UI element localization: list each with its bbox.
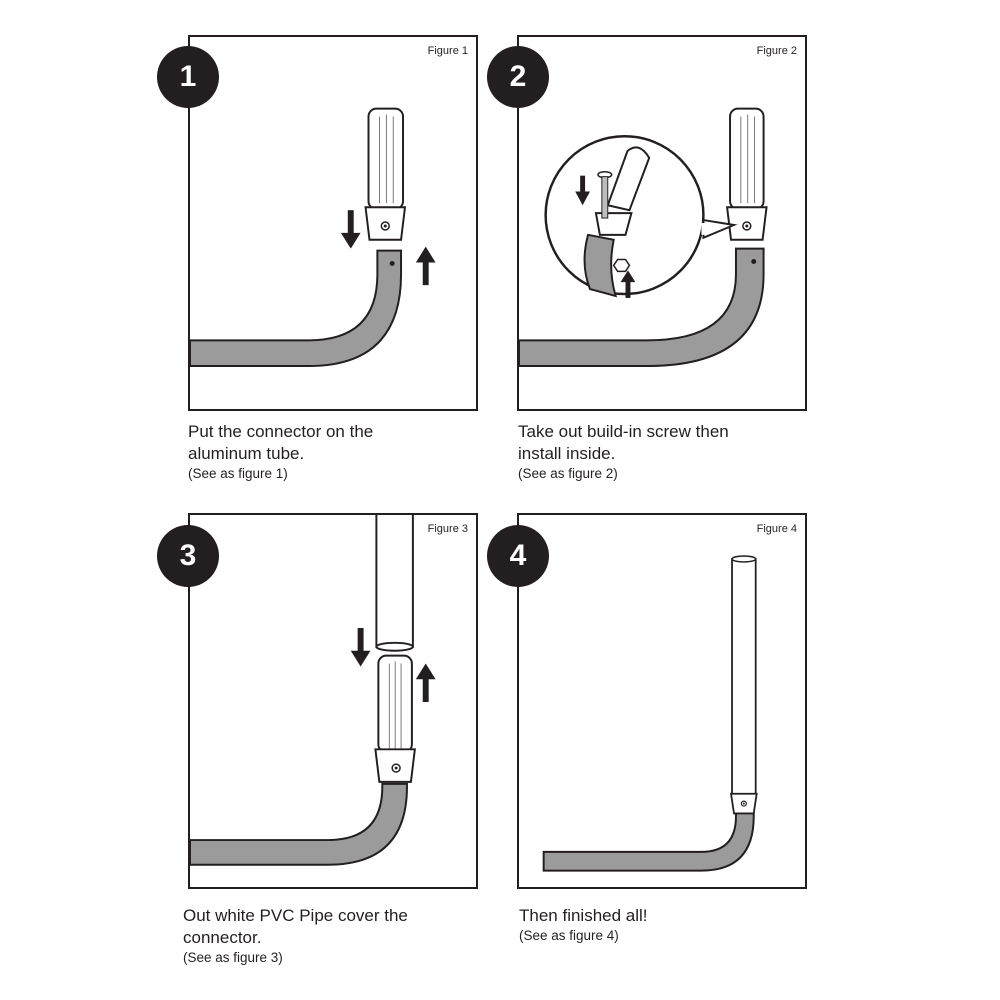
figure-3-panel: Figure 3 — [188, 513, 478, 889]
step-1-caption: Put the connector on the aluminum tube. … — [188, 421, 488, 483]
pvc-pipe-installed — [731, 558, 757, 797]
step-number-badge: 3 — [157, 525, 219, 587]
connector — [364, 206, 407, 241]
reference-text: (See as figure 2) — [518, 466, 618, 481]
figure-3-illustration — [190, 515, 436, 866]
aluminum-tube — [542, 810, 755, 872]
instruction-text: Then finished all! — [519, 906, 648, 925]
reference-text: (See as figure 3) — [183, 950, 283, 965]
down-arrow-icon — [340, 210, 361, 249]
figure-label: Figure 2 — [756, 45, 797, 57]
pvc-pipe-stub — [367, 107, 405, 211]
instruction-text: Put the connector on the aluminum tube. — [188, 422, 374, 463]
figure-1-panel: Figure 1 — [188, 35, 478, 411]
step-number-badge: 1 — [157, 46, 219, 108]
tube-hole — [389, 260, 395, 266]
figure-2-illustration — [519, 107, 768, 367]
up-arrow-icon — [415, 663, 436, 702]
figure-2-panel: Figure 2 — [517, 35, 807, 411]
step-2-caption: Take out build-in screw then install ins… — [518, 421, 818, 483]
figure-label: Figure 3 — [427, 523, 468, 535]
figure-4-illustration — [542, 555, 758, 872]
magnifier-callout — [544, 134, 738, 298]
up-arrow-icon — [415, 246, 436, 286]
step-number-badge: 2 — [487, 46, 549, 108]
reference-text: (See as figure 1) — [188, 466, 288, 481]
screw-icon — [597, 170, 613, 219]
connector — [725, 206, 768, 241]
aluminum-tube — [190, 249, 403, 367]
figure-label: Figure 1 — [427, 45, 468, 57]
pvc-pipe-upper — [375, 515, 414, 648]
step-number-badge: 4 — [487, 525, 549, 587]
connector — [374, 748, 416, 783]
instruction-text: Take out build-in screw then install ins… — [518, 422, 729, 463]
down-arrow-icon — [350, 628, 371, 667]
aluminum-tube — [519, 247, 765, 367]
up-arrow-icon — [620, 270, 636, 298]
step-3-caption: Out white PVC Pipe cover the connector. … — [183, 905, 483, 967]
down-arrow-icon — [575, 175, 591, 206]
step-4-caption: Then finished all! (See as figure 4) — [519, 905, 819, 945]
figure-4-panel: Figure 4 — [517, 513, 807, 889]
figure-label: Figure 4 — [756, 523, 797, 535]
aluminum-tube — [190, 782, 408, 866]
instruction-text: Out white PVC Pipe cover the connector. — [183, 906, 408, 947]
figure-1-illustration — [190, 107, 436, 367]
nut-icon — [612, 258, 631, 273]
reference-text: (See as figure 4) — [519, 928, 619, 943]
